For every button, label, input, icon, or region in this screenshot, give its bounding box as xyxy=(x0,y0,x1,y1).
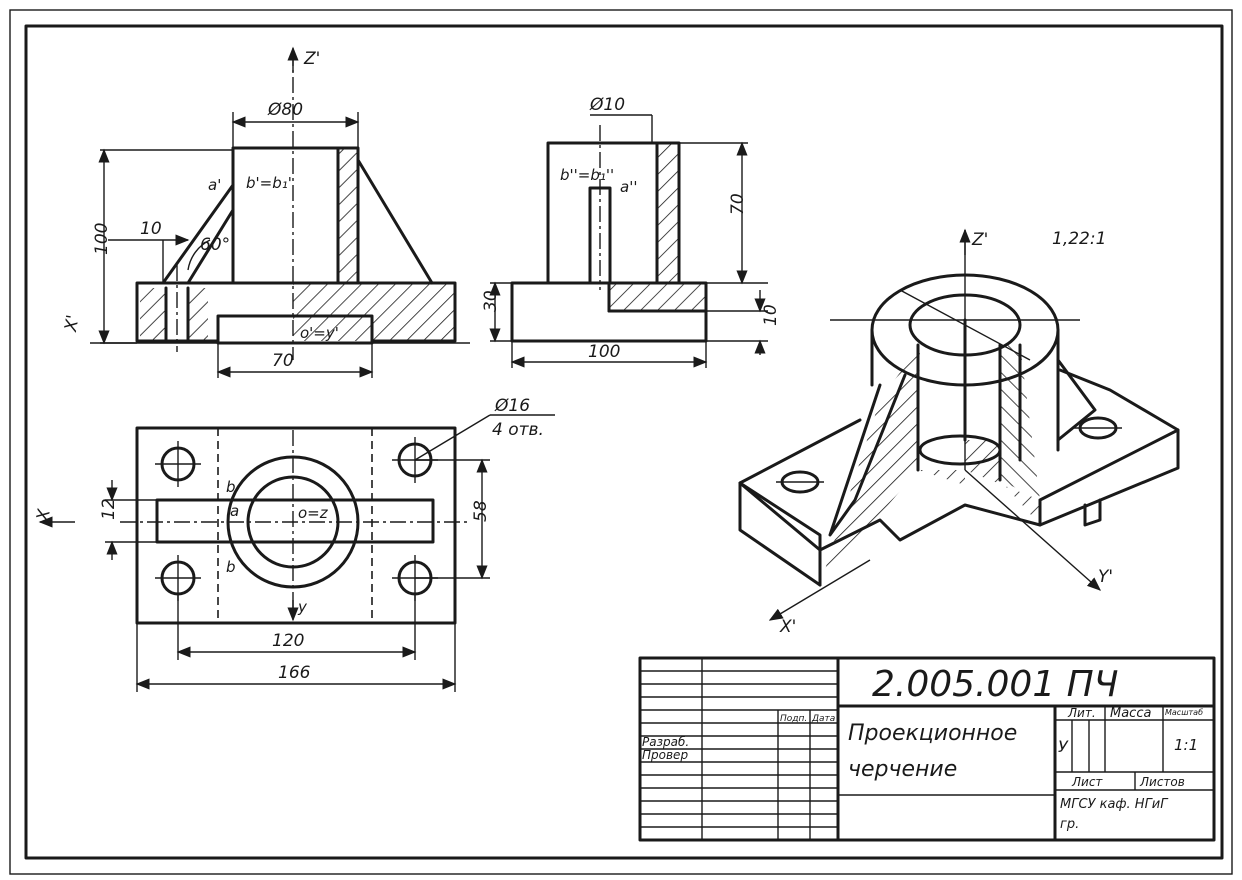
iso-scale: 1,22:1 xyxy=(1052,229,1106,249)
side-wall-section xyxy=(657,143,679,283)
front-rib-left xyxy=(161,183,235,285)
title-sheet-label: Лист xyxy=(1071,775,1103,789)
side-point-a: a'' xyxy=(620,178,637,196)
title-name-line2: черчение xyxy=(848,757,957,782)
iso-rib-left xyxy=(828,373,907,537)
title-hdr-lit: Лит. xyxy=(1067,706,1096,720)
iso-axis-z-label: Z' xyxy=(971,230,988,250)
front-dim-100: 100 xyxy=(92,223,112,255)
top-base-outline xyxy=(135,426,457,625)
title-hdr-mass: Масса xyxy=(1110,706,1151,721)
top-point-a: a xyxy=(230,502,239,520)
front-dim-60: 60° xyxy=(200,235,230,255)
side-dim-10: 10 xyxy=(761,304,781,326)
side-base-section xyxy=(609,283,706,311)
title-col-date: Дата xyxy=(811,714,835,724)
top-point-b: b xyxy=(226,478,236,496)
front-hole-section-left xyxy=(140,288,166,340)
title-row-checked: Провер xyxy=(642,748,688,762)
front-dim-10: 10 xyxy=(140,219,162,239)
front-axis-z-label: Z' xyxy=(303,49,320,69)
top-dim-12: 12 xyxy=(99,498,119,520)
inner-frame xyxy=(24,24,1224,860)
side-dim-70: 70 xyxy=(728,193,748,215)
front-dim-d80: Ø80 xyxy=(267,100,303,120)
title-col-sign: Подп. xyxy=(780,714,807,724)
iso-section-hatch xyxy=(820,345,1040,585)
front-point-b: b'=b₁' xyxy=(246,174,292,192)
top-dim-166: 166 xyxy=(278,663,311,683)
top-dim-120: 120 xyxy=(272,631,304,651)
side-point-b: b''=b₁'' xyxy=(560,166,614,184)
title-row-developed: Разраб. xyxy=(642,735,689,749)
top-slot xyxy=(155,498,435,544)
front-point-o: o'=y' xyxy=(300,324,339,342)
iso-rib-right xyxy=(1056,358,1097,442)
front-base-section xyxy=(293,283,455,341)
side-dim-100: 100 xyxy=(588,342,620,362)
top-axis-y-label: y xyxy=(297,598,308,616)
top-dim-d16: Ø16 xyxy=(494,396,530,416)
top-dim-58: 58 xyxy=(471,500,491,522)
title-org-line2: гр. xyxy=(1060,817,1079,832)
title-sheets-label: Листов xyxy=(1139,775,1185,789)
top-dim-holes: 4 отв. xyxy=(492,420,544,440)
iso-base-right xyxy=(1038,368,1180,527)
front-point-a: a' xyxy=(208,176,221,194)
title-org-line1: МГСУ каф. НГиГ xyxy=(1060,797,1169,812)
front-wall-section xyxy=(338,148,358,283)
front-axis-x-label: X' xyxy=(61,313,84,334)
title-hdr-scale: Масштаб xyxy=(1165,708,1203,717)
iso-bore-bottom xyxy=(918,434,1002,466)
top-axis-x-label: X xyxy=(33,507,55,523)
front-hole-section-right xyxy=(188,288,208,340)
isometric-view: Z' 1,22:1 Y' X' xyxy=(738,228,1180,637)
iso-axis-y-label: Y' xyxy=(1098,567,1113,587)
iso-axis-x-label: X' xyxy=(779,617,796,637)
front-dim-70: 70 xyxy=(272,351,294,371)
front-view: Z' X' Ø80 100 10 60° 70 xyxy=(61,46,470,378)
title-name-line1: Проекционное xyxy=(848,721,1017,746)
top-point-b1: b xyxy=(226,558,236,576)
side-dim-30: 30 xyxy=(481,290,501,312)
title-block: 2.005.001 ПЧ Проекционное черчение Подп.… xyxy=(638,656,1216,842)
front-cylinder xyxy=(231,146,360,285)
front-base-slot xyxy=(216,314,374,345)
top-point-o: o=z xyxy=(298,504,329,522)
title-lit-value: У xyxy=(1058,737,1069,756)
side-dim-d10: Ø10 xyxy=(589,95,625,115)
top-view: Ø16 4 отв. 58 12 X 120 166 y o=z b a b xyxy=(33,396,555,692)
title-designation: 2.005.001 ПЧ xyxy=(872,664,1118,705)
side-view: Ø10 70 10 30 100 b''=b₁'' a'' xyxy=(481,95,781,368)
outer-frame xyxy=(9,9,1233,875)
title-scale-value: 1:1 xyxy=(1174,736,1198,754)
front-rib-right xyxy=(356,158,434,285)
